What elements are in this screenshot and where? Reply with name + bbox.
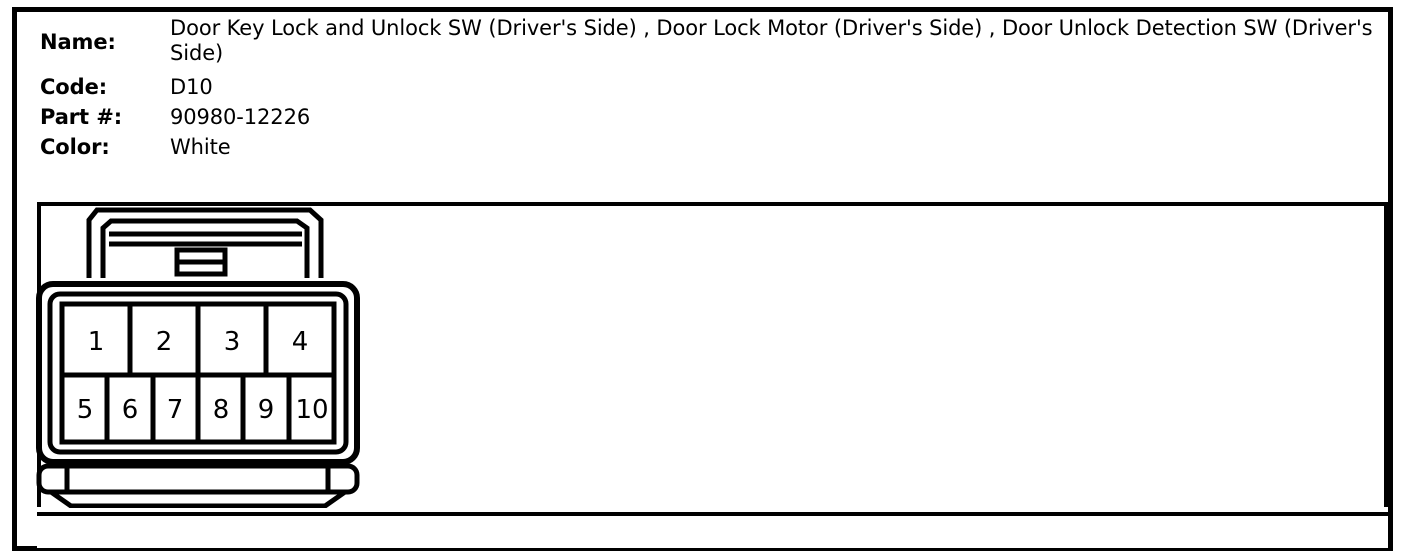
info-value-name: Door Key Lock and Unlock SW (Driver's Si…	[170, 16, 1373, 65]
pin-number-8: 8	[213, 395, 230, 425]
hood-latch-tab	[174, 247, 228, 277]
info-label-name: Name:	[40, 30, 116, 54]
info-label-part-number: Part #:	[40, 105, 122, 129]
info-row-name: Name: Door Key Lock and Unlock SW (Drive…	[40, 16, 1380, 66]
connector-lower-flange	[36, 463, 360, 495]
pin-number-3: 3	[224, 327, 241, 357]
connector-hood-ribs	[109, 231, 302, 247]
connector-hood	[86, 207, 324, 278]
info-row-code: Code: D10	[40, 66, 1380, 100]
connector-illustration: 1 2 3 4 5 6 7 8 9 10	[25, 198, 385, 508]
pin-number-9: 9	[258, 395, 275, 425]
pin-number-4: 4	[292, 327, 309, 357]
info-label-color: Color:	[40, 135, 110, 159]
info-row-color: Color: White	[40, 130, 1380, 160]
pin-number-6: 6	[122, 395, 139, 425]
info-value-code: D10	[170, 75, 213, 99]
info-value-part-number: 90980-12226	[170, 105, 311, 129]
pin-number-labels: 1 2 3 4 5 6 7 8 9 10	[77, 327, 329, 425]
pin-row-top-dividers	[127, 304, 269, 375]
connector-face-svg: 1 2 3 4 5 6 7 8 9 10	[36, 207, 360, 508]
pin-number-10: 10	[295, 395, 328, 425]
pin-number-5: 5	[77, 395, 94, 425]
connector-bottom-skirt	[49, 489, 347, 508]
pin-number-7: 7	[167, 395, 184, 425]
flange-bar	[36, 463, 360, 495]
hood-inner-outline	[100, 218, 310, 278]
info-value-color: White	[170, 135, 231, 159]
hood-outer-outline	[86, 207, 324, 278]
info-label-code: Code:	[40, 75, 108, 99]
info-row-part-number: Part #: 90980-12226	[40, 100, 1380, 130]
pin-number-2: 2	[156, 327, 173, 357]
page-footer-strip	[37, 512, 1388, 548]
pin-row-bottom-dividers	[104, 375, 292, 442]
pin-number-1: 1	[88, 327, 105, 357]
connector-info-table: Name: Door Key Lock and Unlock SW (Drive…	[40, 16, 1380, 160]
connector-info-panel: Name: Door Key Lock and Unlock SW (Drive…	[17, 12, 1388, 199]
